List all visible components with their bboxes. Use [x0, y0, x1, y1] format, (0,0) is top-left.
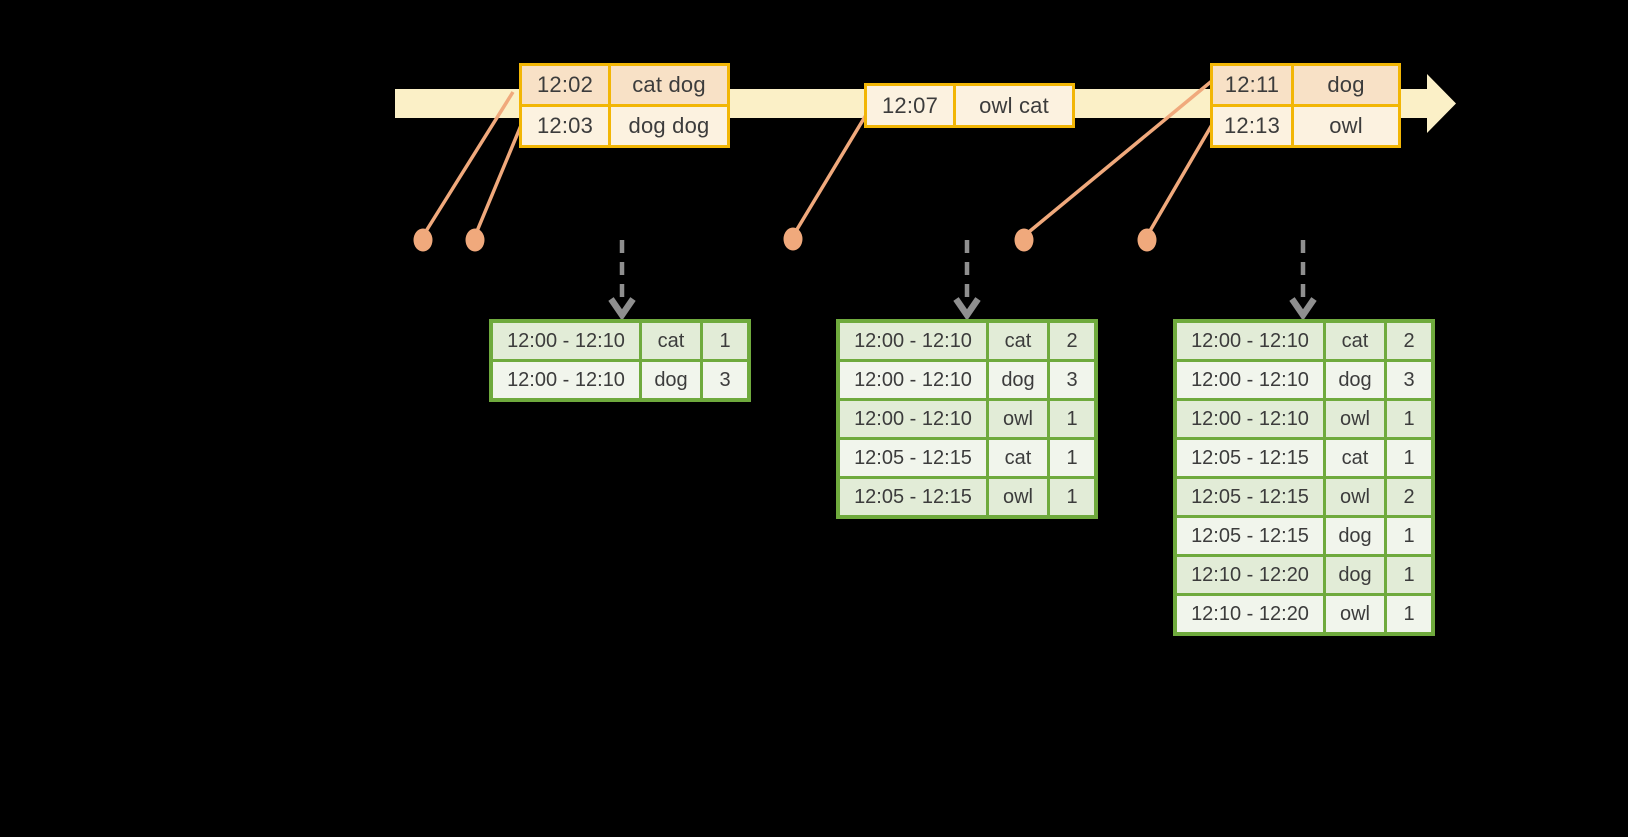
event-time-cell: 12:03 — [522, 107, 608, 145]
count-cell: 3 — [1050, 362, 1094, 398]
word-cell: dog — [989, 362, 1047, 398]
window-cell: 12:00 - 12:10 — [840, 323, 986, 359]
event-words-cell: owl cat — [956, 86, 1072, 125]
result-table-2: 12:00 - 12:10 cat 2 12:00 - 12:10 dog 3 … — [836, 319, 1098, 519]
word-cell: owl — [989, 479, 1047, 515]
word-cell: cat — [1326, 440, 1384, 476]
event-marker-dot-icon — [783, 227, 803, 251]
trigger-arrows — [608, 240, 1317, 321]
event-time-cell: 12:13 — [1213, 107, 1291, 145]
word-cell: dog — [642, 362, 700, 398]
word-cell: cat — [989, 440, 1047, 476]
arrow-down-icon — [1289, 297, 1317, 321]
event-table-1: 12:02 cat dog 12:03 dog dog — [519, 63, 730, 148]
event-connector-lines — [421, 78, 1215, 238]
window-cell: 12:05 - 12:15 — [840, 479, 986, 515]
count-cell: 1 — [1050, 479, 1094, 515]
event-time-cell: 12:07 — [867, 86, 953, 125]
window-cell: 12:00 - 12:10 — [840, 362, 986, 398]
window-cell: 12:00 - 12:10 — [493, 323, 639, 359]
count-cell: 1 — [1387, 596, 1431, 632]
arrow-down-icon — [953, 297, 981, 321]
count-cell: 1 — [1387, 557, 1431, 593]
event-time-cell: 12:02 — [522, 66, 608, 104]
word-cell: owl — [1326, 596, 1384, 632]
event-words-cell: cat dog — [611, 66, 727, 104]
word-cell: owl — [1326, 479, 1384, 515]
count-cell: 1 — [1387, 401, 1431, 437]
count-cell: 1 — [1387, 440, 1431, 476]
window-cell: 12:00 - 12:10 — [1177, 323, 1323, 359]
count-cell: 3 — [703, 362, 747, 398]
count-cell: 1 — [1050, 440, 1094, 476]
event-connector-line — [1022, 78, 1215, 238]
count-cell: 1 — [703, 323, 747, 359]
event-table-2: 12:07 owl cat — [864, 83, 1075, 128]
result-table-3: 12:00 - 12:10 cat 2 12:00 - 12:10 dog 3 … — [1173, 319, 1435, 636]
event-connector-line — [791, 114, 868, 237]
window-cell: 12:05 - 12:15 — [1177, 518, 1323, 554]
event-connector-line — [421, 91, 515, 237]
event-marker-dot-icon — [413, 228, 433, 252]
count-cell: 1 — [1387, 518, 1431, 554]
timeline-arrowhead-icon — [1427, 74, 1456, 133]
count-cell: 3 — [1387, 362, 1431, 398]
word-cell: cat — [989, 323, 1047, 359]
event-marker-dot-icon — [1137, 228, 1157, 252]
event-marker-dot-icon — [465, 228, 485, 252]
word-cell: dog — [1326, 518, 1384, 554]
event-connector-line — [473, 122, 524, 237]
window-cell: 12:00 - 12:10 — [493, 362, 639, 398]
word-cell: dog — [1326, 557, 1384, 593]
word-cell: owl — [1326, 401, 1384, 437]
window-cell: 12:05 - 12:15 — [840, 440, 986, 476]
window-cell: 12:05 - 12:15 — [1177, 479, 1323, 515]
window-cell: 12:05 - 12:15 — [1177, 440, 1323, 476]
window-cell: 12:00 - 12:10 — [840, 401, 986, 437]
event-markers — [413, 227, 1157, 252]
event-words-cell: dog dog — [611, 107, 727, 145]
window-cell: 12:10 - 12:20 — [1177, 557, 1323, 593]
word-cell: owl — [989, 401, 1047, 437]
event-connector-line — [1145, 122, 1215, 237]
word-cell: dog — [1326, 362, 1384, 398]
word-cell: cat — [642, 323, 700, 359]
window-cell: 12:00 - 12:10 — [1177, 362, 1323, 398]
count-cell: 2 — [1050, 323, 1094, 359]
event-table-3: 12:11 dog 12:13 owl — [1210, 63, 1401, 148]
event-marker-dot-icon — [1014, 228, 1034, 252]
event-words-cell: dog — [1294, 66, 1398, 104]
arrow-down-icon — [608, 297, 636, 321]
window-cell: 12:10 - 12:20 — [1177, 596, 1323, 632]
count-cell: 2 — [1387, 323, 1431, 359]
count-cell: 2 — [1387, 479, 1431, 515]
event-words-cell: owl — [1294, 107, 1398, 145]
count-cell: 1 — [1050, 401, 1094, 437]
window-cell: 12:00 - 12:10 — [1177, 401, 1323, 437]
result-table-1: 12:00 - 12:10 cat 1 12:00 - 12:10 dog 3 — [489, 319, 751, 402]
event-time-cell: 12:11 — [1213, 66, 1291, 104]
word-cell: cat — [1326, 323, 1384, 359]
